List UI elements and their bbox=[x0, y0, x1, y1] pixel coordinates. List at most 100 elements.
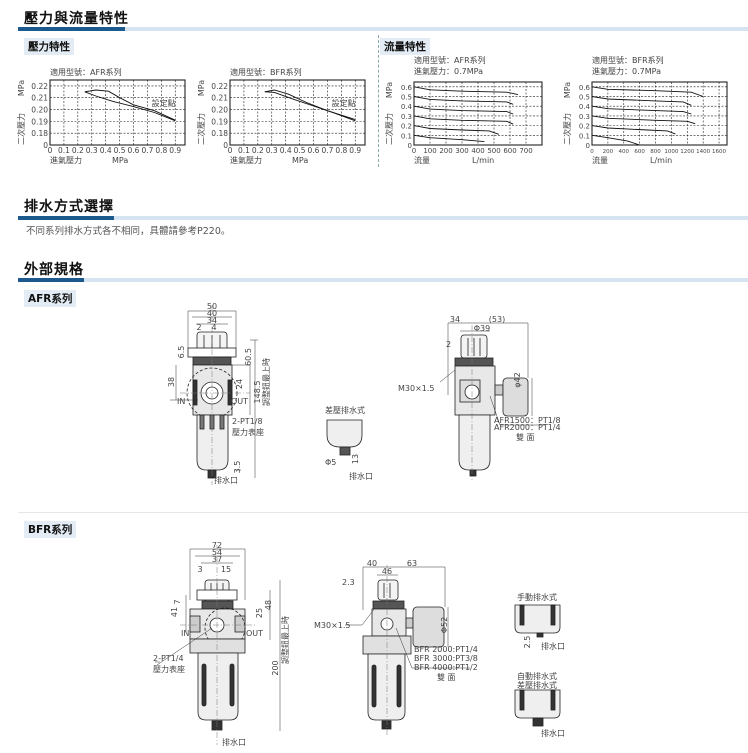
dim-24: 24 bbox=[235, 379, 244, 389]
section-bar bbox=[18, 216, 748, 220]
gauge-seat-label: 壓力表座 bbox=[153, 664, 185, 674]
x-tick-label: 800 bbox=[650, 149, 661, 155]
series-line-0.4 bbox=[591, 105, 692, 115]
port-label: 2-PT1/4 bbox=[153, 654, 184, 663]
divider bbox=[378, 35, 379, 167]
dim-46: 46 bbox=[382, 567, 392, 576]
divider bbox=[18, 512, 748, 513]
dim-38: 38 bbox=[167, 377, 176, 387]
y-axis-label: 二次壓力 bbox=[196, 113, 206, 145]
drain-port-label: 排水口 bbox=[541, 728, 565, 738]
auto-drain-label: 自動排水式 bbox=[517, 671, 557, 681]
y-tick-label: 0.4 bbox=[401, 103, 413, 111]
dim-48: 48 bbox=[264, 600, 273, 610]
in-label: IN bbox=[181, 629, 189, 638]
y-tick-label: 0 bbox=[408, 142, 412, 150]
y-tick-label: 0.21 bbox=[31, 94, 48, 103]
y-tick-label: 0.18 bbox=[31, 129, 48, 138]
drain-note: 不同系列排水方式各不相同，具體請參考P220。 bbox=[26, 226, 231, 237]
series-line-0.3 bbox=[591, 115, 696, 125]
y-axis-unit: MPa bbox=[17, 80, 26, 96]
dim-3-5: 3.5 bbox=[233, 461, 242, 474]
chart-title: 適用型號：AFR系列 bbox=[414, 55, 486, 65]
dim-40: 40 bbox=[207, 309, 217, 318]
y-tick-label: 0.1 bbox=[579, 132, 590, 140]
dim-2-side: 2 bbox=[446, 340, 451, 349]
y-axis-unit: MPa bbox=[197, 80, 206, 96]
x-tick-label: 1400 bbox=[696, 149, 710, 155]
plot-frame bbox=[49, 79, 186, 146]
chart-title: 適用型號：BFR系列 bbox=[230, 67, 302, 77]
series-line-0.1 bbox=[413, 134, 485, 143]
afr-side-drawing bbox=[454, 334, 529, 477]
dim-54: 54 bbox=[212, 548, 222, 557]
y-tick-label: 0.6 bbox=[401, 84, 413, 92]
port-spec-2: BFR 3000:PT3/8 bbox=[414, 654, 478, 663]
dim-3: 3 bbox=[197, 565, 202, 574]
x-tick-label: 0.8 bbox=[155, 146, 167, 155]
bfr-front-drawing bbox=[189, 579, 246, 731]
dim-72: 72 bbox=[212, 541, 222, 550]
section-bar bbox=[18, 278, 748, 282]
sub-label-pressure: 壓力特性 bbox=[24, 38, 74, 55]
diff-drain-label: 差壓排水式 bbox=[325, 405, 365, 415]
y-tick-label: 0.4 bbox=[579, 103, 591, 111]
x-tick-label: 700 bbox=[519, 147, 532, 155]
chart-title: 適用型號：AFR系列 bbox=[50, 67, 122, 77]
y-tick-label: 0.22 bbox=[31, 82, 48, 91]
knob-top-label: 調整鈕最上時 bbox=[261, 358, 271, 406]
plot-frame bbox=[591, 81, 728, 146]
knob-top-label: 調整鈕最上時 bbox=[280, 616, 290, 664]
y-tick-label: 0.2 bbox=[401, 123, 412, 131]
dim-34: 34 bbox=[207, 316, 217, 325]
x-tick-label: 0.5 bbox=[294, 146, 306, 155]
x-tick-label: 1000 bbox=[664, 149, 678, 155]
x-tick-label: 0.2 bbox=[252, 146, 264, 155]
x-tick-label: 0.3 bbox=[266, 146, 278, 155]
dim-148-5: 148.5 bbox=[253, 381, 262, 404]
y-axis-unit: MPa bbox=[563, 82, 572, 98]
dim-phi39: Φ39 bbox=[474, 324, 490, 333]
y-axis-label: 二次壓力 bbox=[384, 113, 394, 145]
dim-200: 200 bbox=[271, 660, 280, 675]
drain-port-label: 排水口 bbox=[222, 737, 246, 747]
series-line-0.2 bbox=[591, 125, 676, 135]
dim-2-3: 2.3 bbox=[342, 578, 355, 587]
y-tick-label: 0.5 bbox=[579, 94, 590, 102]
series-line-0.5 bbox=[591, 96, 692, 106]
section-title-external: 外部規格 bbox=[24, 262, 84, 278]
center-lines bbox=[180, 305, 473, 745]
x-tick-label: 200 bbox=[603, 149, 614, 155]
sub-label-afr: AFR系列 bbox=[24, 290, 77, 307]
dimension-lines bbox=[155, 310, 545, 731]
series-line-0.6 bbox=[591, 86, 704, 97]
afr-diff-drain-drawing bbox=[326, 419, 363, 456]
y-tick-label: 0.20 bbox=[31, 106, 48, 115]
dim-40: 40 bbox=[367, 559, 377, 568]
port-spec-1: AFR1500：PT1/8 bbox=[494, 416, 561, 425]
y-tick-label: 0.19 bbox=[31, 117, 48, 126]
x-tick-label: 0.4 bbox=[280, 146, 292, 155]
x-tick-label: 0.6 bbox=[128, 146, 140, 155]
series-line-lower bbox=[84, 91, 176, 122]
y-tick-label: 0.1 bbox=[401, 132, 412, 140]
annotation-setpoint: 設定點 bbox=[332, 98, 356, 108]
x-axis-label: 流量 bbox=[414, 155, 430, 165]
dim-2-5: 2.5 bbox=[523, 636, 532, 649]
dim-53: (53) bbox=[489, 315, 505, 324]
x-axis-unit: L/min bbox=[472, 156, 494, 165]
y-tick-label: 0.21 bbox=[211, 94, 228, 103]
x-tick-label: 0.6 bbox=[308, 146, 320, 155]
series-line-0.3 bbox=[413, 115, 514, 125]
out-label: OUT bbox=[231, 397, 248, 406]
series-line-lower bbox=[264, 91, 356, 122]
x-tick-label: 600 bbox=[634, 149, 645, 155]
y-tick-label: 0.22 bbox=[211, 82, 228, 91]
x-axis-label: 進氣壓力 bbox=[230, 155, 262, 165]
x-tick-label: 1600 bbox=[712, 149, 726, 155]
chart-subtitle: 進氣壓力：0.7MPa bbox=[414, 66, 483, 76]
dim-34-side: 34 bbox=[450, 315, 460, 324]
x-axis-unit: L/min bbox=[650, 156, 672, 165]
dim-4: 4 bbox=[211, 323, 216, 332]
